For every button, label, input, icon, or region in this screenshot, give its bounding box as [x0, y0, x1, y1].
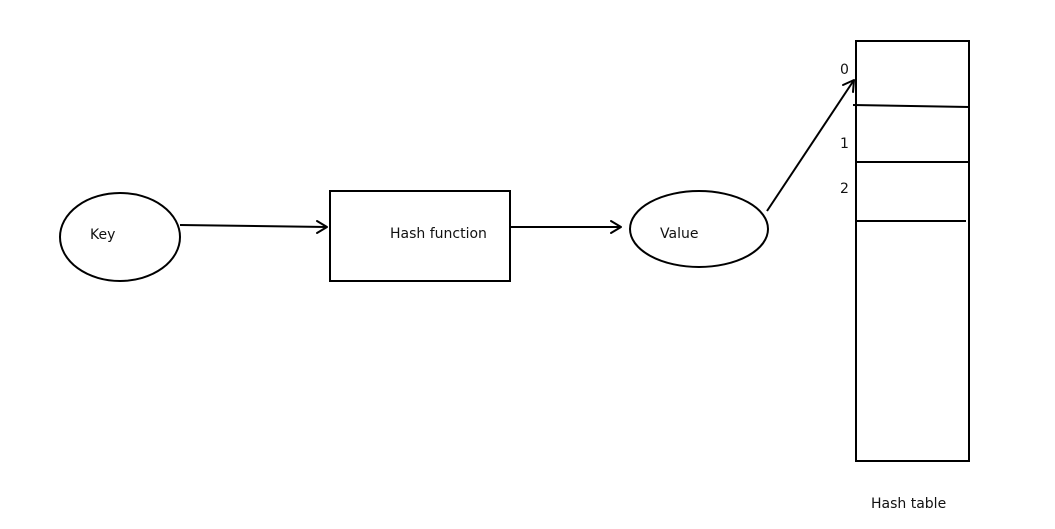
arrow-hash-to-value-head	[610, 220, 622, 234]
arrow-key-to-hash-head	[316, 220, 328, 234]
hash-function-box	[329, 190, 511, 282]
slot-index-2: 2	[840, 181, 849, 197]
hash-table-divider	[852, 104, 970, 108]
key-label: Key	[90, 227, 115, 243]
hash-table: 0 1 2 Hash table	[840, 40, 970, 512]
slot-index-0: 0	[840, 62, 849, 78]
hash-table-box	[855, 40, 970, 462]
slot-index-1: 1	[840, 136, 849, 152]
key-node: Key	[59, 192, 181, 282]
hash-function-node: Hash function	[329, 190, 511, 282]
arrow-key-to-hash-shaft	[179, 224, 328, 228]
hash-function-label: Hash function	[390, 226, 487, 242]
arrow-hash-to-value	[510, 220, 622, 234]
value-label: Value	[660, 226, 698, 242]
value-ellipse	[629, 190, 769, 268]
key-ellipse	[59, 192, 181, 282]
hash-table-label: Hash table	[871, 496, 946, 512]
arrow-key-to-hash	[179, 220, 328, 234]
arrow-value-to-slot-0-shaft	[766, 79, 855, 212]
value-node: Value	[629, 190, 769, 268]
arrow-value-to-slot-0-head	[842, 79, 855, 93]
arrow-value-to-slot-0	[766, 79, 855, 212]
